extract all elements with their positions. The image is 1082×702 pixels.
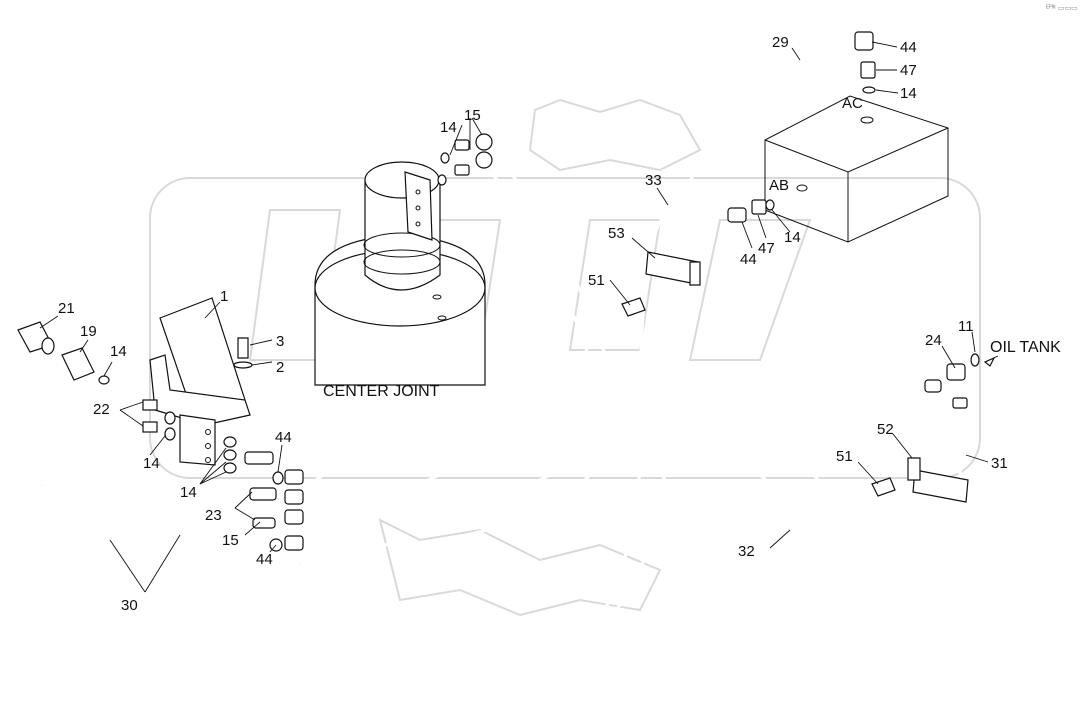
callout-15-b: 15 xyxy=(222,532,239,549)
callout-51-a: 51 xyxy=(588,272,605,289)
callout-3: 3 xyxy=(276,333,284,350)
callout-44-b: 44 xyxy=(256,551,273,568)
callout-47-b: 47 xyxy=(900,62,917,79)
clamps xyxy=(621,251,969,503)
callout-47-a: 47 xyxy=(758,240,775,257)
callout-51-b: 51 xyxy=(836,448,853,465)
corner-mark: ᴱᴾᴵᴷ ▭▭▭ xyxy=(1046,5,1078,12)
port-ac-label: AC xyxy=(842,95,863,112)
callout-33: 33 xyxy=(645,172,662,189)
oil-tank-arrow: OIL TANK xyxy=(984,339,1061,363)
callout-14-f: 14 xyxy=(900,85,917,102)
hose-group xyxy=(40,36,963,677)
callout-11: 11 xyxy=(958,318,974,335)
port-ab-label: AB xyxy=(769,177,789,194)
callout-15-a: 15 xyxy=(464,107,481,124)
callout-24: 24 xyxy=(925,332,942,349)
callout-44-a: 44 xyxy=(275,429,292,446)
callout-44-c: 44 xyxy=(740,251,757,268)
leader-lines xyxy=(39,41,989,593)
callout-14-c: 14 xyxy=(180,484,197,501)
callout-21: 21 xyxy=(58,300,75,317)
callout-14-d: 14 xyxy=(440,119,457,136)
callout-19: 19 xyxy=(80,323,97,340)
callout-53: 53 xyxy=(608,225,625,242)
callout-14-b: 14 xyxy=(143,455,160,472)
fittings xyxy=(142,31,996,552)
center-joint-label: CENTER JOINT xyxy=(323,383,440,400)
oil-tank-label: OIL TANK xyxy=(990,339,1061,356)
callout-14-e: 14 xyxy=(784,229,801,246)
center-joint: CENTER JOINT xyxy=(314,161,486,400)
callout-2: 2 xyxy=(276,359,284,376)
callout-29: 29 xyxy=(772,34,789,51)
callout-52: 52 xyxy=(877,421,894,438)
callout-1: 1 xyxy=(220,288,228,305)
callout-30: 30 xyxy=(121,597,138,614)
callout-23: 23 xyxy=(205,507,222,524)
callout-14-a: 14 xyxy=(110,343,127,360)
callout-31: 31 xyxy=(991,455,1008,472)
pedal-valve xyxy=(149,297,253,466)
callout-labels: 1 2 3 11 14 14 14 14 14 14 15 15 19 21 2… xyxy=(58,34,1008,614)
callout-44-d: 44 xyxy=(900,39,917,56)
callout-22: 22 xyxy=(93,401,110,418)
callout-32: 32 xyxy=(738,543,755,560)
sensor-assembly xyxy=(17,321,110,385)
